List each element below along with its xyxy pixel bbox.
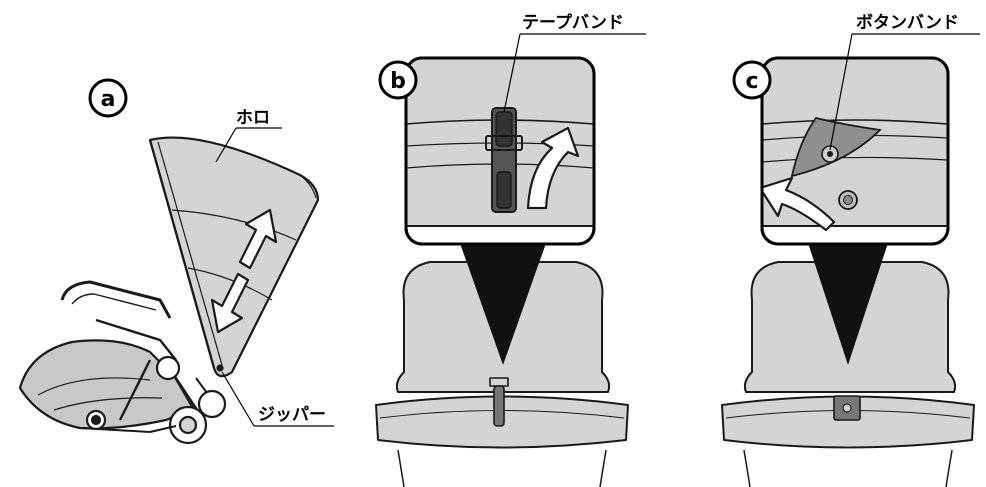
hood-rear-b — [375, 243, 629, 487]
hood-rear-c — [721, 243, 975, 487]
tape-band-label: テープバンド — [522, 12, 624, 33]
zoom-box-c — [760, 56, 950, 246]
callout-tape-band: テープバンド — [503, 12, 646, 113]
badge-c: c — [732, 60, 772, 100]
stroller-illustration — [18, 136, 320, 445]
zipper-label: ジッパー — [258, 405, 326, 425]
adjust-arrows — [210, 208, 278, 334]
callout-button-band: ボタンバンド — [829, 13, 980, 151]
callout-hood: ホロ — [215, 108, 282, 163]
button-band-label: ボタンバンド — [856, 13, 959, 33]
badge-b: b — [378, 60, 418, 100]
badge-b-label: b — [390, 69, 406, 94]
badge-a: a — [88, 78, 128, 118]
hood-label: ホロ — [236, 108, 270, 128]
callout-zipper: ジッパー — [221, 371, 334, 427]
badge-c-label: c — [745, 69, 758, 94]
badge-a-label: a — [101, 87, 116, 112]
panel-a: a — [18, 78, 334, 445]
zoom-box-b — [404, 56, 596, 246]
panel-b: b テープバンド — [375, 12, 646, 487]
panel-c: c ボタンバンド — [721, 13, 980, 487]
